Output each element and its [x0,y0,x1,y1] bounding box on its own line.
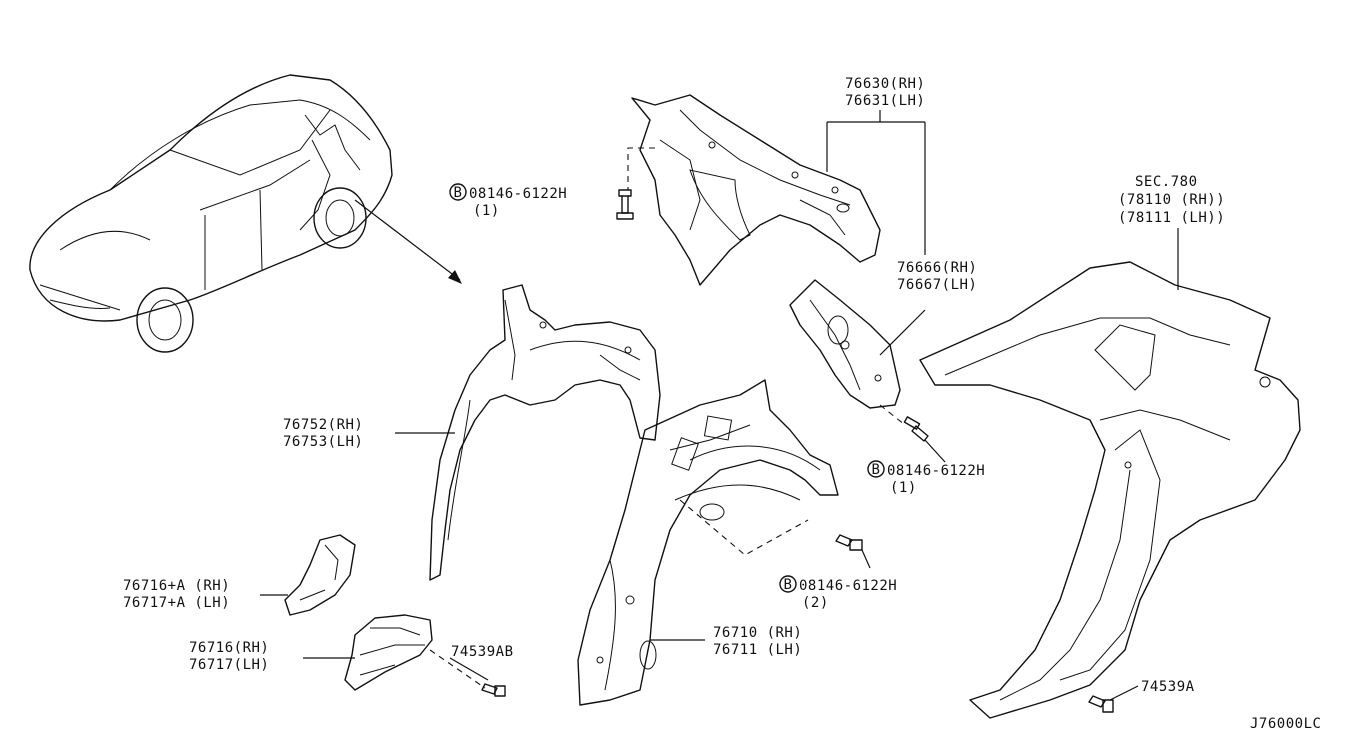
label-bolt-mid-qty: (2) [802,595,829,611]
label-bolt-top-qty: (1) [473,203,500,219]
rear-fender-panel [919,228,1301,719]
upper-wheelhouse-panel [631,94,881,286]
label-76631: 76631(LH) [845,93,925,109]
bolt-symbol-top: B [449,183,467,201]
label-76716a: 76716+A (RH) [123,578,230,594]
label-76716: 76716(RH) [189,640,269,656]
label-74539ab: 74539AB [451,644,514,660]
brace [303,614,433,691]
label-bolt-right: 08146-6122H [887,463,985,479]
brace-a [260,534,356,616]
leader-76630 [826,110,926,255]
label-76666: 76666(RH) [897,260,977,276]
clip-a [1088,685,1139,713]
label-76630: 76630(RH) [845,76,925,92]
inner-wheelhouse-liner [395,284,661,581]
label-76717a: 76717+A (LH) [123,595,230,611]
label-76710: 76710 (RH) [713,625,802,641]
bolt-mid [679,499,871,569]
label-78111: (78111 (LH)) [1118,210,1225,226]
label-76667: 76667(LH) [897,277,977,293]
label-78110: (78110 (RH)) [1118,192,1225,208]
diagram-id: J76000LC [1250,716,1321,732]
label-sec-780: SEC.780 [1135,174,1198,190]
bolt-symbol-right: B [867,460,885,478]
clip-ab [429,649,506,697]
svg-text:B: B [784,577,793,593]
bolt-top [616,147,655,220]
label-bolt-right-qty: (1) [890,480,917,496]
vehicle-illustration [29,74,462,353]
bolt-right [879,404,946,463]
label-76711: 76711 (LH) [713,642,802,658]
rear-extension-panel [789,279,926,409]
bolt-symbol-mid: B [779,575,797,593]
outer-wheelhouse-panel [577,379,839,706]
label-76717: 76717(LH) [189,657,269,673]
label-74539a: 74539A [1141,679,1195,695]
label-76753: 76753(LH) [283,434,363,450]
svg-text:B: B [454,185,463,201]
label-bolt-top: 08146-6122H [469,186,567,202]
label-76752: 76752(RH) [283,417,363,433]
label-bolt-mid: 08146-6122H [799,578,897,594]
svg-text:B: B [872,462,881,478]
